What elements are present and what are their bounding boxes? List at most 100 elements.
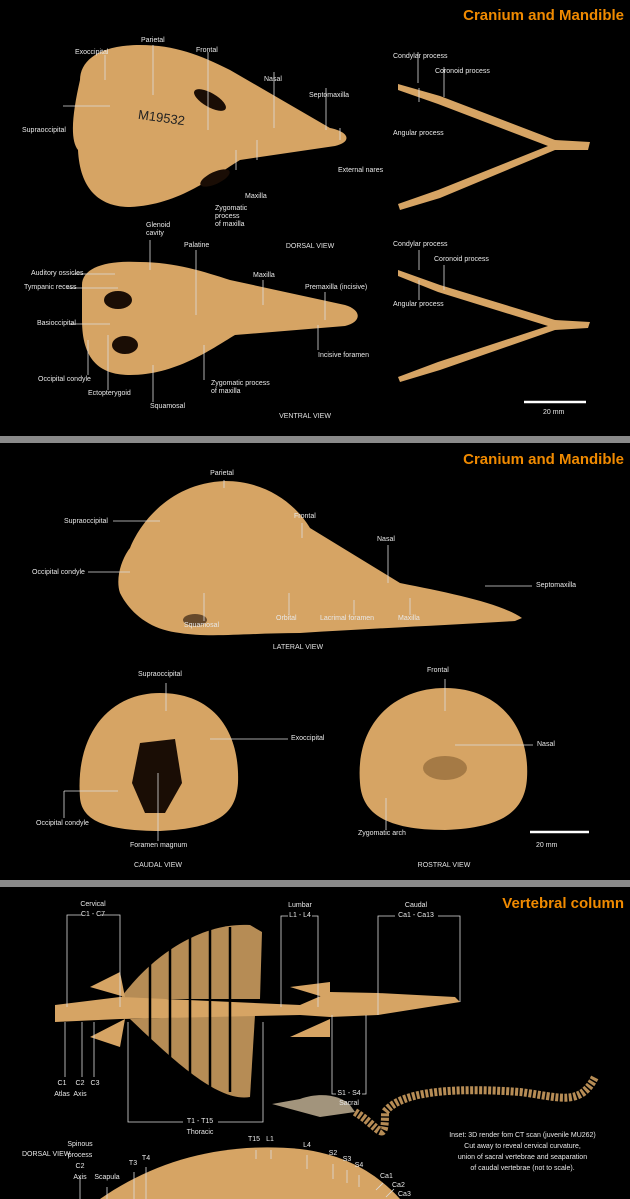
label-palatine: Palatine	[184, 242, 210, 249]
label-maxilla: Maxilla	[245, 193, 267, 200]
label-tympanic-recess: Tympanic recess	[24, 284, 77, 291]
label-ca1: Ca1	[380, 1173, 393, 1180]
label-c2: C2	[75, 1080, 85, 1087]
label-basioccipital: Basioccipital	[37, 320, 76, 327]
lateral-view-caption: LATERAL VIEW	[272, 644, 324, 651]
label-supraoccipital: Supraoccipital	[22, 127, 66, 134]
label-parietal: Parietal	[141, 37, 165, 44]
label-of-maxilla: of maxilla	[215, 221, 245, 228]
label-l1: L1	[266, 1136, 274, 1143]
inset-caption: Inset: 3D render fom CT scan (juvenile M…	[420, 1132, 625, 1173]
label-external-nares: External nares	[338, 167, 384, 174]
ct-inset-render	[272, 1075, 599, 1136]
label-angular-process: Angular process	[393, 130, 444, 137]
label-zygomatic-arch: Zygomatic arch	[358, 830, 406, 837]
label-frontal: Frontal	[294, 513, 316, 520]
ventral-view-caption: VENTRAL VIEW	[279, 413, 331, 420]
skull-caudal-photo	[79, 693, 239, 831]
label-foramen-magnum: Foramen magnum	[130, 842, 188, 849]
label-c3: C3	[90, 1080, 100, 1087]
label-nasal: Nasal	[264, 76, 282, 83]
mandible-ventral-photo	[398, 270, 590, 382]
label-nasal-rostral: Nasal	[537, 741, 555, 748]
scale-bar-label: 20 mm	[536, 842, 558, 849]
label-orbital: Orbital	[276, 615, 297, 622]
panel-cranium-dorsal-ventral: Cranium and Mandible	[0, 0, 630, 436]
label-lacrimal-foramen: Lacrimal foramen	[320, 615, 375, 622]
label-of-maxilla-ventral: of maxilla	[211, 388, 241, 395]
label-exoccipital: Exoccipital	[75, 49, 109, 56]
label-l4: L4	[303, 1142, 311, 1149]
label-occipital-condyle-caudal: Occipital condyle	[36, 820, 89, 827]
inset-caption-line: of caudal vertebrae (not to scale).	[470, 1165, 575, 1172]
skull-ventral-photo	[82, 261, 358, 375]
label-septomaxilla: Septomaxilla	[309, 92, 350, 99]
label-squamosal: Squamosal	[150, 403, 186, 410]
label-axis: Axis	[73, 1091, 87, 1098]
panel-title: Cranium and Mandible	[463, 451, 624, 468]
panel-title: Vertebral column	[502, 895, 624, 912]
label-ectopterygoid: Ectopterygoid	[88, 390, 131, 397]
label-supraoccipital-caudal: Supraoccipital	[138, 671, 182, 678]
label-nasal: Nasal	[377, 536, 395, 543]
label-coronoid-process-ventral: Coronoid process	[434, 256, 489, 263]
dorsal-view-caption: DORSAL VIEW	[285, 243, 335, 250]
label-s3: S3	[342, 1156, 352, 1163]
label-septomaxilla: Septomaxilla	[536, 582, 577, 589]
label-spinous: Spinous	[67, 1141, 93, 1148]
label-cavity: cavity	[146, 230, 164, 237]
label-c2-lateral: C2	[75, 1163, 85, 1170]
label-lumbar: Lumbar	[288, 902, 312, 909]
label-ca1-ca13: Ca1 - Ca13	[398, 912, 434, 919]
label-frontal: Frontal	[196, 47, 218, 54]
label-occipital-condyle: Occipital condyle	[32, 569, 85, 576]
label-frontal-rostral: Frontal	[427, 667, 449, 674]
label-sacral: Sacral	[339, 1100, 359, 1107]
label-condylar-process-ventral: Condylar process	[393, 241, 448, 248]
label-maxilla: Maxilla	[398, 615, 420, 622]
label-process: process	[67, 1152, 93, 1159]
skeleton-dorsal-photo	[55, 924, 460, 1098]
bracket-lines	[64, 914, 461, 1199]
dorsal-view-caption: DORSAL VIEW	[22, 1151, 71, 1158]
label-s4: S4	[354, 1162, 364, 1169]
label-scapula: Scapula	[94, 1174, 120, 1181]
panel-title: Cranium and Mandible	[463, 7, 624, 24]
label-ca2: Ca2	[392, 1182, 405, 1189]
label-t15: T15	[247, 1136, 261, 1143]
panel-vertebral-column: Vertebral column	[0, 887, 630, 1199]
label-t4: T4	[141, 1155, 151, 1162]
label-s2: S2	[328, 1150, 338, 1157]
label-exoccipital-caudal: Exoccipital	[291, 735, 325, 742]
scale-bar-label: 20 mm	[543, 409, 565, 416]
panel-separator	[0, 880, 630, 887]
label-coronoid-process: Coronoid process	[435, 68, 490, 75]
leader-lines	[63, 480, 589, 841]
skull-dorsal-photo	[72, 45, 347, 207]
label-cervical: Cervical	[80, 901, 106, 908]
label-t3: T3	[128, 1160, 138, 1167]
label-glenoid: Glenoid	[146, 222, 171, 229]
inset-caption-line: Inset: 3D render fom CT scan (juvenile M…	[449, 1132, 596, 1139]
label-thoracic: Thoracic	[186, 1129, 214, 1136]
label-condylar-process: Condylar process	[393, 53, 448, 60]
panel-cranium-lateral: Cranium and Mandible Parietal Supraoccip…	[0, 443, 630, 880]
rostral-view-caption: ROSTRAL VIEW	[417, 862, 471, 869]
mandible-dorsal-photo	[398, 84, 590, 210]
label-c1-c7: C1 - C7	[80, 911, 106, 918]
label-c1: C1	[57, 1080, 67, 1087]
specimen-images	[63, 45, 590, 404]
skull-rostral-photo	[359, 688, 528, 830]
label-ca3: Ca3	[398, 1191, 411, 1198]
label-maxilla-ventral: Maxilla	[253, 272, 275, 279]
label-angular-process-ventral: Angular process	[393, 301, 444, 308]
label-zygomatic: Zygomatic	[215, 205, 248, 212]
label-l1-l4: L1 - L4	[289, 912, 311, 919]
label-s1-s4: S1 - S4	[337, 1090, 361, 1097]
label-process: process	[215, 213, 240, 220]
specimen-images	[55, 914, 599, 1199]
label-premaxilla: Premaxilla (incisive)	[305, 284, 368, 291]
label-zygomatic-process: Zygomatic process	[211, 380, 270, 387]
label-axis-lateral: Axis	[73, 1174, 87, 1181]
skull-lateral-photo	[118, 481, 523, 636]
